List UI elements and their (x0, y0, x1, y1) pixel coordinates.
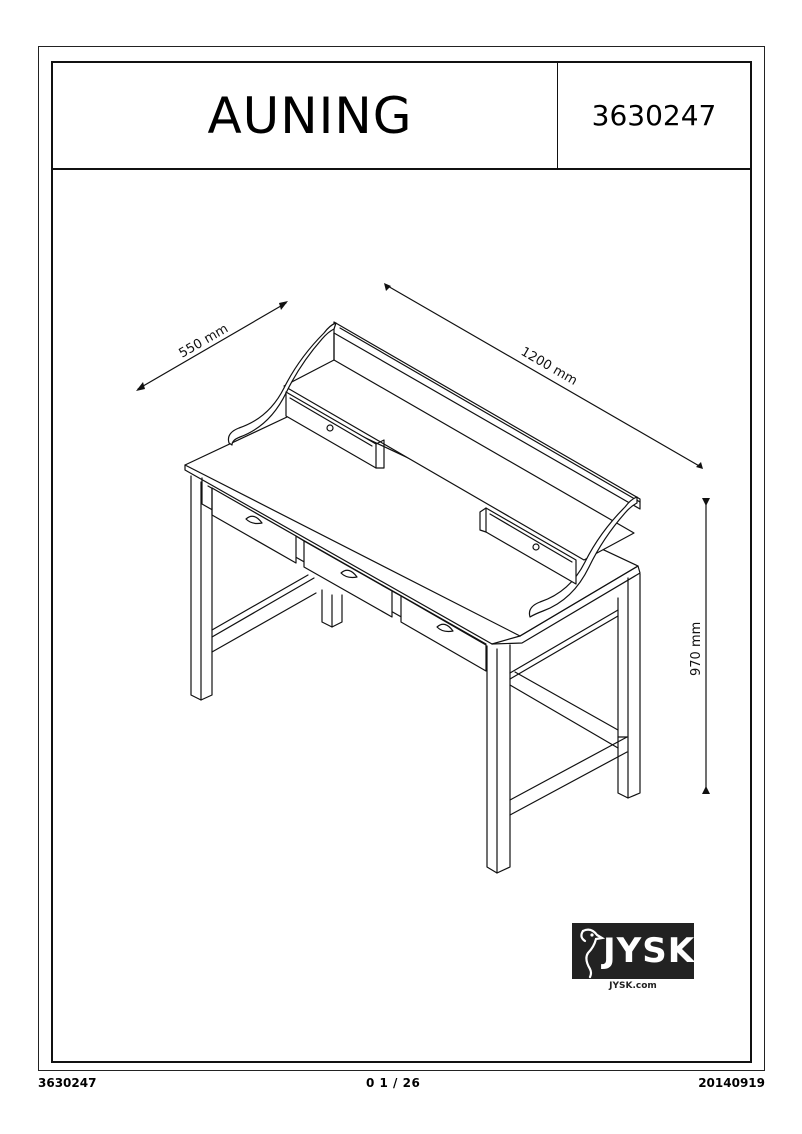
desktop (184, 408, 641, 645)
inner-frame: AUNING 3630247 (51, 61, 752, 1063)
dimension-width (384, 283, 703, 469)
legs (190, 475, 641, 874)
stretchers (211, 574, 628, 816)
footer-date: 20140919 (698, 1076, 765, 1090)
product-name: AUNING (207, 86, 413, 145)
bird-icon (580, 928, 605, 979)
depth-label: 550 mm (177, 321, 232, 361)
title-cell: AUNING (53, 63, 558, 168)
outer-frame (38, 46, 765, 1071)
dimension-height (702, 498, 710, 794)
title-block: AUNING 3630247 (53, 63, 750, 170)
main-drawers (211, 487, 487, 672)
logo-brand: JYSK (603, 931, 696, 971)
height-label: 970 mm (689, 622, 704, 676)
hutch (227, 321, 641, 618)
logo-url: JYSK.com (609, 981, 657, 991)
article-number: 3630247 (591, 99, 717, 132)
dimension-depth (136, 301, 288, 391)
article-cell: 3630247 (558, 63, 750, 168)
footer-article-number: 3630247 (38, 1076, 97, 1090)
footer-page-number: 0 1 / 26 (366, 1076, 421, 1090)
jysk-logo: JYSK (572, 923, 694, 979)
